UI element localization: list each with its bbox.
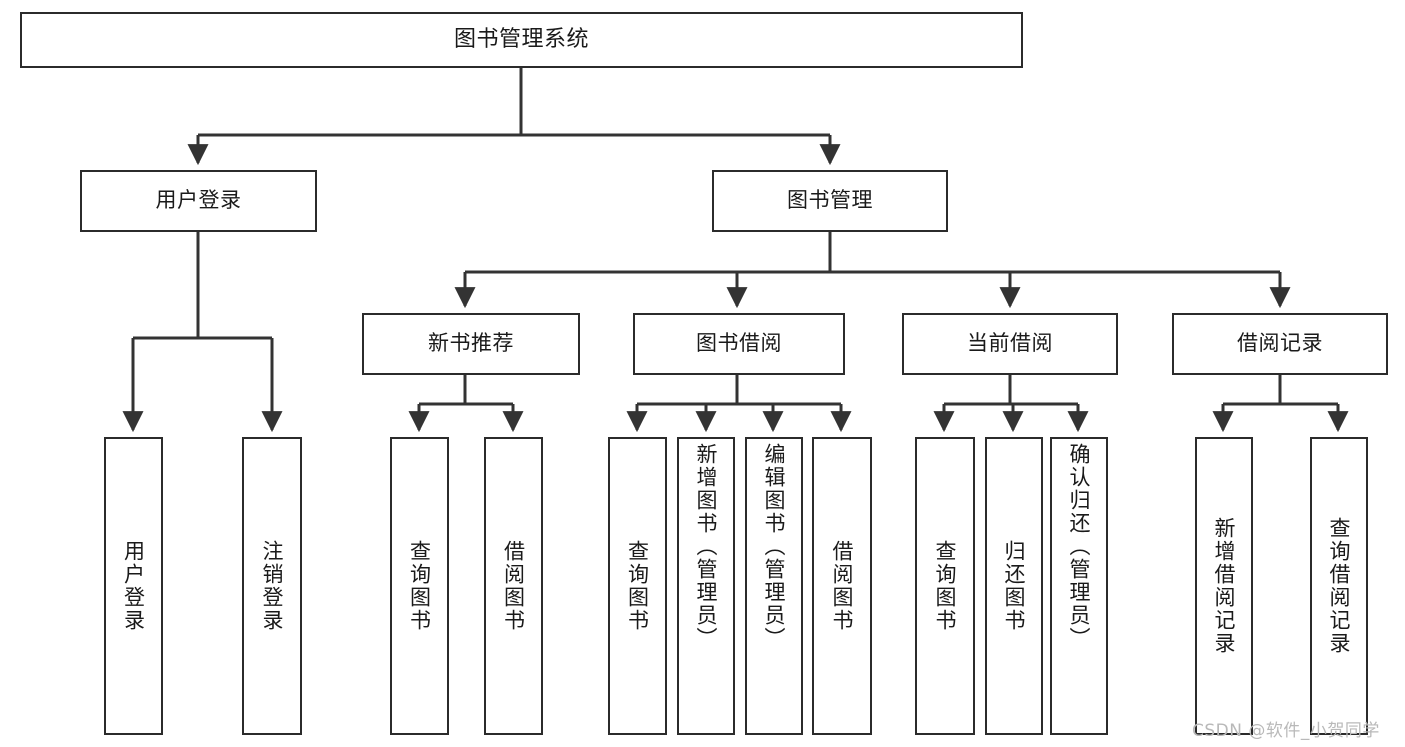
node-label: 图书管理系统 — [453, 26, 589, 52]
node-label: 用户登录 — [155, 188, 242, 213]
node-leaf-return-book[interactable]: 归还图书 — [985, 437, 1043, 735]
node-book-management[interactable]: 图书管理 — [712, 170, 948, 232]
node-label: 借阅图书 — [501, 540, 526, 632]
node-label: 当前借阅 — [967, 331, 1053, 356]
node-label: 图书借阅 — [696, 331, 782, 356]
node-leaf-query-book-recommend[interactable]: 查询图书 — [390, 437, 449, 735]
node-leaf-confirm-return-admin[interactable]: 确认归还（管理员） — [1050, 437, 1108, 735]
node-label: 新增借阅记录 — [1212, 517, 1237, 655]
node-label: 注销登录 — [260, 540, 285, 632]
node-leaf-borrow-book-recommend[interactable]: 借阅图书 — [484, 437, 543, 735]
node-label: 新书推荐 — [428, 331, 514, 356]
node-leaf-logout-login[interactable]: 注销登录 — [242, 437, 302, 735]
node-leaf-query-book-borrow[interactable]: 查询图书 — [608, 437, 667, 735]
node-label: 编辑图书（管理员） — [762, 443, 787, 650]
node-leaf-add-borrow-record[interactable]: 新增借阅记录 — [1195, 437, 1253, 735]
csdn-watermark: CSDN @软件_小贺同学 — [1192, 721, 1380, 741]
node-root-book-management-system[interactable]: 图书管理系统 — [20, 12, 1023, 68]
node-user-login[interactable]: 用户登录 — [80, 170, 317, 232]
node-new-book-recommend[interactable]: 新书推荐 — [362, 313, 580, 375]
node-borrow-record[interactable]: 借阅记录 — [1172, 313, 1388, 375]
node-label: 图书管理 — [787, 188, 873, 213]
node-leaf-user-login[interactable]: 用户登录 — [104, 437, 163, 735]
node-book-borrow[interactable]: 图书借阅 — [633, 313, 845, 375]
node-leaf-add-book-admin[interactable]: 新增图书（管理员） — [677, 437, 735, 735]
node-leaf-query-borrow-record[interactable]: 查询借阅记录 — [1310, 437, 1368, 735]
node-label: 借阅记录 — [1237, 331, 1323, 356]
node-label: 查询借阅记录 — [1327, 517, 1352, 655]
node-label: 用户登录 — [121, 540, 146, 632]
node-leaf-borrow-book-borrow[interactable]: 借阅图书 — [812, 437, 872, 735]
node-label: 借阅图书 — [830, 540, 855, 632]
node-label: 新增图书（管理员） — [694, 443, 719, 650]
node-label: 查询图书 — [933, 540, 958, 632]
node-current-borrow[interactable]: 当前借阅 — [902, 313, 1118, 375]
node-leaf-query-book-current[interactable]: 查询图书 — [915, 437, 975, 735]
node-label: 确认归还（管理员） — [1067, 443, 1092, 650]
node-label: 归还图书 — [1002, 540, 1027, 632]
node-label: 查询图书 — [625, 540, 650, 632]
node-leaf-edit-book-admin[interactable]: 编辑图书（管理员） — [745, 437, 803, 735]
node-label: 查询图书 — [407, 540, 432, 632]
